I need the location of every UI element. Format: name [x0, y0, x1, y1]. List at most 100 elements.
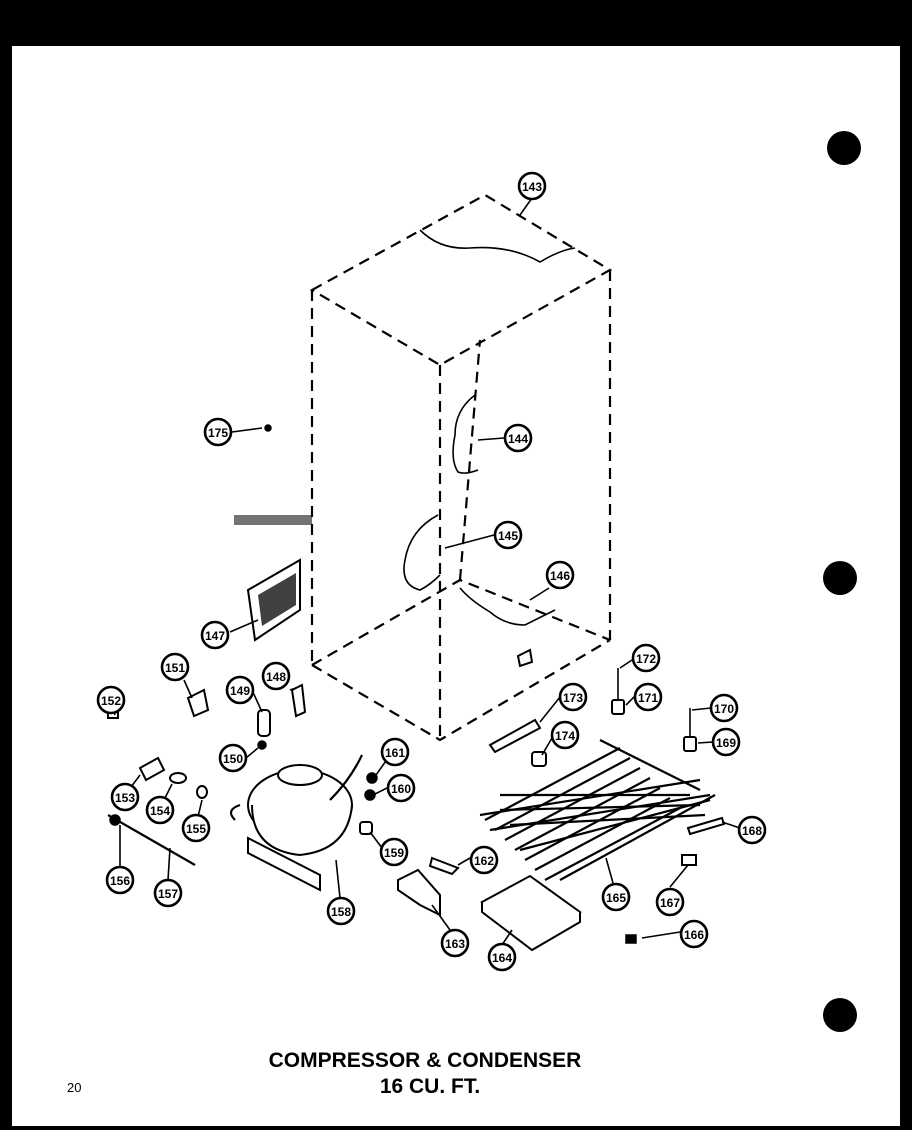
callout-174: 174 — [550, 720, 580, 750]
callout-label: 167 — [660, 896, 680, 910]
callout-label: 172 — [636, 652, 656, 666]
callout-circle — [96, 685, 126, 715]
callout-159: 159 — [379, 837, 409, 867]
callout-171: 171 — [633, 682, 663, 712]
punch-hole-middle — [823, 561, 857, 595]
callout-154: 154 — [145, 795, 175, 825]
callout-165: 165 — [601, 882, 631, 912]
callout-173: 173 — [558, 682, 588, 712]
callout-151: 151 — [160, 652, 190, 682]
callout-149: 149 — [225, 675, 255, 705]
callout-146: 146 — [545, 560, 575, 590]
small-parts — [107, 424, 726, 944]
callout-label: 155 — [186, 822, 206, 836]
callout-label: 163 — [445, 937, 465, 951]
diagram-subtitle: 16 CU. FT. — [380, 1075, 480, 1098]
callout-label: 174 — [555, 729, 575, 743]
callout-label: 158 — [331, 905, 351, 919]
callout-label: 175 — [208, 426, 228, 440]
callout-163: 163 — [440, 928, 470, 958]
callout-label: 149 — [230, 684, 250, 698]
callout-circle — [105, 865, 135, 895]
callout-label: 168 — [742, 824, 762, 838]
punch-hole-top — [827, 131, 861, 165]
callout-circle — [737, 815, 767, 845]
punch-hole-bottom — [823, 998, 857, 1032]
callout-label: 153 — [115, 791, 135, 805]
diagram-title: COMPRESSOR & CONDENSER — [269, 1049, 582, 1072]
callout-170: 170 — [709, 693, 739, 723]
callout-label: 166 — [684, 928, 704, 942]
callout-153: 153 — [110, 782, 140, 812]
callout-label: 145 — [498, 529, 518, 543]
callout-label: 150 — [223, 752, 243, 766]
callout-circle — [487, 942, 517, 972]
callout-155: 155 — [181, 813, 211, 843]
callout-circle — [517, 171, 547, 201]
callout-150: 150 — [218, 743, 248, 773]
callout-152: 152 — [96, 685, 126, 715]
callout-circle — [545, 560, 575, 590]
callout-143: 143 — [517, 171, 547, 201]
back-panel — [234, 515, 312, 642]
callout-168: 168 — [737, 815, 767, 845]
callout-circle — [225, 675, 255, 705]
callout-156: 156 — [105, 865, 135, 895]
compressor — [229, 754, 363, 892]
condenser-coil — [479, 739, 716, 881]
callout-label: 165 — [606, 891, 626, 905]
callout-label: 171 — [638, 691, 658, 705]
callout-144: 144 — [503, 423, 533, 453]
callout-circle — [469, 845, 499, 875]
callout-circle — [326, 896, 356, 926]
callout-circle — [601, 882, 631, 912]
callout-162: 162 — [469, 845, 499, 875]
callout-circle — [203, 417, 233, 447]
callout-circle — [503, 423, 533, 453]
callout-circle — [493, 520, 523, 550]
callout-circle — [550, 720, 580, 750]
callout-circle — [633, 682, 663, 712]
callout-circle — [380, 737, 410, 767]
callout-circle — [631, 643, 661, 673]
callout-label: 160 — [391, 782, 411, 796]
callout-label: 144 — [508, 432, 528, 446]
callout-164: 164 — [487, 942, 517, 972]
callout-circle — [153, 878, 183, 908]
callout-label: 154 — [150, 804, 170, 818]
callout-label: 143 — [522, 180, 542, 194]
callout-label: 161 — [385, 746, 405, 760]
callout-label: 159 — [384, 846, 404, 860]
callout-169: 169 — [711, 727, 741, 757]
callout-circle — [655, 887, 685, 917]
callout-172: 172 — [631, 643, 661, 673]
callout-label: 169 — [716, 736, 736, 750]
callout-circle — [709, 693, 739, 723]
callout-145: 145 — [493, 520, 523, 550]
drain-pan — [480, 874, 582, 952]
callout-166: 166 — [679, 919, 709, 949]
callout-148: 148 — [261, 661, 291, 691]
callout-label: 173 — [563, 691, 583, 705]
callout-circle — [181, 813, 211, 843]
callout-label: 147 — [205, 629, 225, 643]
callout-label: 148 — [266, 670, 286, 684]
callout-circle — [261, 661, 291, 691]
callout-label: 157 — [158, 887, 178, 901]
callout-label: 151 — [165, 661, 185, 675]
callout-label: 156 — [110, 874, 130, 888]
callout-157: 157 — [153, 878, 183, 908]
callout-circle — [558, 682, 588, 712]
callout-160: 160 — [386, 773, 416, 803]
callout-label: 146 — [550, 569, 570, 583]
callout-167: 167 — [655, 887, 685, 917]
callout-circle — [440, 928, 470, 958]
callout-158: 158 — [326, 896, 356, 926]
callout-label: 164 — [492, 951, 512, 965]
cabinet-outline — [309, 193, 613, 742]
callout-label: 170 — [714, 702, 734, 716]
callout-circle — [160, 652, 190, 682]
callout-circle — [145, 795, 175, 825]
